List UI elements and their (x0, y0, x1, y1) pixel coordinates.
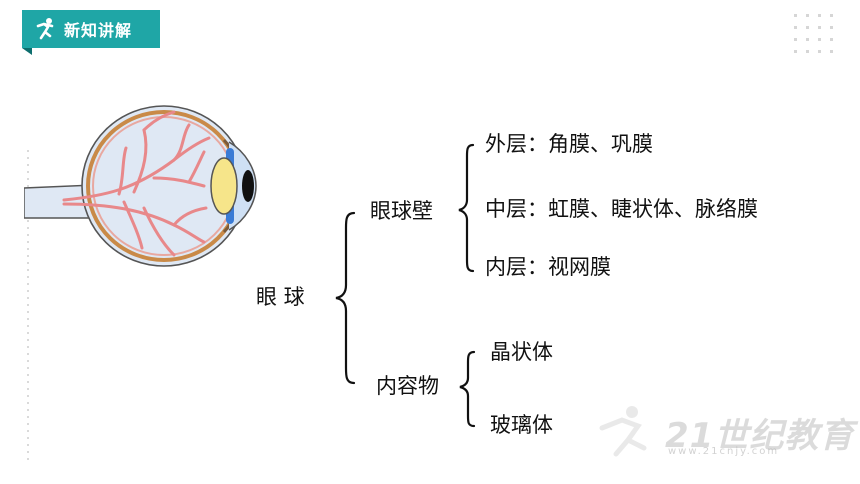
runner-icon (36, 18, 54, 40)
wall-label: 眼球壁 (370, 199, 433, 223)
dot-grid-decoration (794, 14, 833, 53)
wall-brace (458, 143, 475, 273)
contents-item-vitreous: 玻璃体 (490, 413, 553, 437)
section-badge: 新知讲解 (22, 10, 160, 55)
root-brace (335, 211, 356, 385)
contents-item-lens: 晶状体 (490, 340, 553, 364)
root-label: 眼 球 (256, 285, 305, 309)
watermark-url: www.21cnjy.com (668, 446, 780, 457)
section-title: 新知讲解 (64, 21, 133, 40)
wall-item-outer: 外层：角膜、巩膜 (485, 132, 653, 156)
badge-fold (22, 48, 32, 55)
watermark-logo-icon (599, 406, 647, 457)
wall-item-middle: 中层：虹膜、睫状体、脉络膜 (485, 197, 758, 221)
contents-brace (459, 350, 476, 428)
wall-item-inner: 内层：视网膜 (485, 255, 611, 279)
contents-label: 内容物 (376, 374, 439, 398)
watermark-text: 21世纪教育 (665, 416, 855, 456)
side-dotted-line (27, 150, 29, 460)
eye-illustration (24, 105, 257, 267)
